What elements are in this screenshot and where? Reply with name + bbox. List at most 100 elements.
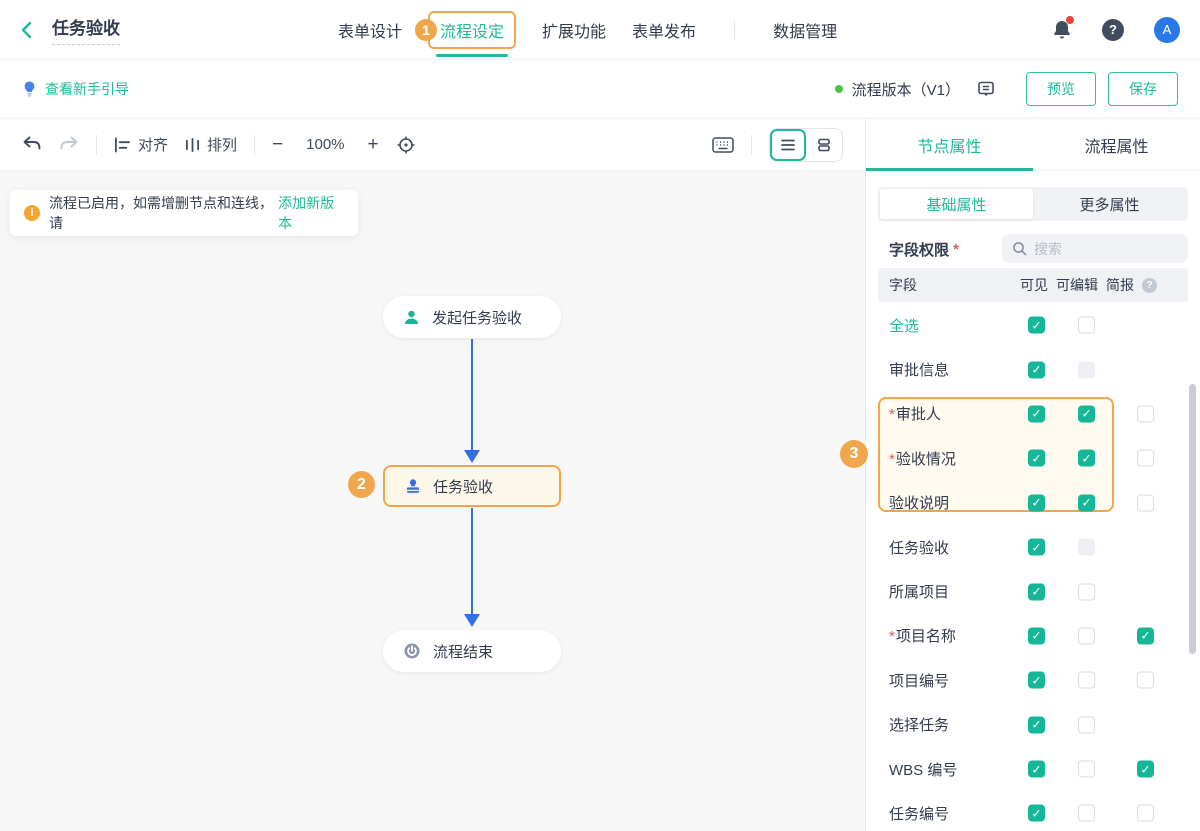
preview-button[interactable]: 预览 [1026, 72, 1096, 106]
chevron-left-icon [16, 19, 38, 41]
field-row: 验收说明✓✓ [866, 481, 1200, 525]
field-row: *项目名称✓✓ [866, 614, 1200, 658]
brief-checkbox[interactable]: ✓ [1137, 627, 1154, 645]
flow-enabled-banner: i 流程已启用，如需增删节点和连线，请 添加新版本 [10, 190, 358, 236]
field-label: *验收情况 [889, 450, 956, 468]
editable-checkbox[interactable] [1078, 316, 1095, 334]
card-layout-toggle[interactable] [806, 129, 842, 161]
editable-checkbox[interactable] [1078, 804, 1095, 822]
tab-form-publish[interactable]: 表单发布 [632, 23, 697, 41]
visible-checkbox[interactable]: ✓ [1028, 671, 1045, 689]
property-panel-tabs: 节点属性 流程属性 [866, 119, 1200, 171]
node-start-label: 发起任务验收 [432, 309, 523, 327]
visible-checkbox[interactable]: ✓ [1028, 449, 1045, 467]
banner-text: 流程已启用，如需增删节点和连线，请 [49, 195, 273, 231]
editable-checkbox[interactable]: ✓ [1078, 494, 1095, 512]
editable-checkbox[interactable] [1078, 716, 1095, 734]
visible-checkbox[interactable]: ✓ [1028, 760, 1045, 778]
property-subtabs: 基础属性 更多属性 [878, 187, 1188, 221]
save-button[interactable]: 保存 [1108, 72, 1178, 106]
node-task-review[interactable]: 任务验收 [383, 465, 561, 507]
visible-checkbox[interactable]: ✓ [1028, 361, 1045, 379]
column-brief: 简报 [1106, 277, 1134, 293]
comment-icon[interactable] [976, 79, 996, 99]
editable-checkbox[interactable] [1078, 583, 1095, 601]
tab-flow-properties[interactable]: 流程属性 [1084, 138, 1149, 156]
flow-canvas[interactable]: i 流程已启用，如需增删节点和连线，请 添加新版本 发起任务验收 任务验收 2 [0, 171, 866, 831]
header-actions: ? A [1052, 15, 1180, 43]
redo-icon[interactable] [59, 136, 79, 154]
tab-flow-settings[interactable]: 1 流程设定 [415, 10, 517, 57]
top-header: 任务验收 表单设计 1 流程设定 扩展功能 表单发布 数据管理 ? A [0, 0, 1200, 60]
subtab-more-properties[interactable]: 更多属性 [1079, 196, 1140, 214]
flow-connectors [464, 339, 480, 627]
question-icon[interactable]: ? [1142, 277, 1157, 293]
field-row: *验收情况 ✓ ✓ [866, 436, 1200, 480]
brief-checkbox[interactable] [1137, 494, 1154, 512]
field-row: 所属项目 ✓ [866, 569, 1200, 613]
node-end-label: 流程结束 [433, 643, 494, 661]
search-input[interactable] [1034, 240, 1164, 257]
avatar[interactable]: A [1154, 16, 1180, 43]
zoom-in-button[interactable]: + [367, 134, 379, 155]
align-button[interactable]: 对齐 [114, 134, 168, 155]
editable-checkbox[interactable]: ✓ [1078, 405, 1095, 423]
tab-form-design[interactable]: 表单设计 [338, 23, 403, 41]
tab-data-management[interactable]: 数据管理 [773, 23, 838, 41]
field-row: *审批人✓✓ [866, 392, 1200, 436]
visible-checkbox[interactable]: ✓ [1028, 316, 1045, 334]
visible-checkbox[interactable]: ✓ [1028, 583, 1045, 601]
editable-checkbox[interactable] [1078, 671, 1095, 689]
newbie-guide-link[interactable]: 查看新手引导 [22, 79, 129, 99]
editable-checkbox[interactable] [1078, 627, 1095, 645]
editable-checkbox[interactable] [1078, 760, 1095, 778]
stamp-icon [405, 478, 421, 494]
tab-extensions[interactable]: 扩展功能 [542, 23, 607, 41]
arrange-icon [185, 137, 200, 153]
field-label: 任务验收 [889, 539, 950, 557]
editable-checkbox[interactable]: ✓ [1078, 449, 1095, 467]
tab-node-properties[interactable]: 节点属性 [866, 119, 1033, 171]
guide-bar: 查看新手引导 流程版本（V1） 预览 保存 [0, 60, 1200, 119]
zoom-level: 100% [306, 136, 345, 153]
toolbar-divider [751, 134, 752, 155]
brief-checkbox[interactable] [1137, 804, 1154, 822]
canvas-toolbar: 对齐 排列 − 100% + [0, 119, 866, 170]
brief-checkbox[interactable]: ✓ [1137, 760, 1154, 778]
zoom-out-button[interactable]: − [272, 134, 284, 155]
keyboard-shortcuts-icon[interactable] [712, 136, 734, 153]
arrange-button[interactable]: 排列 [185, 134, 237, 155]
step-badge-2: 2 [348, 471, 375, 498]
visible-checkbox[interactable]: ✓ [1028, 627, 1045, 645]
visible-checkbox[interactable]: ✓ [1028, 494, 1045, 512]
brief-checkbox[interactable] [1137, 671, 1154, 689]
locate-center-icon[interactable] [396, 135, 416, 155]
tab-flow-settings-label: 流程设定 [440, 23, 505, 41]
node-end[interactable]: 流程结束 [383, 630, 561, 672]
notification-bell-icon[interactable] [1052, 15, 1074, 41]
brief-checkbox[interactable] [1137, 449, 1154, 467]
panel-scrollbar[interactable] [1189, 384, 1196, 654]
undo-icon[interactable] [22, 136, 42, 154]
visible-checkbox[interactable]: ✓ [1028, 538, 1045, 556]
field-row: 选择任务✓ [866, 703, 1200, 747]
visible-checkbox[interactable]: ✓ [1028, 716, 1045, 734]
field-search[interactable] [1002, 234, 1188, 263]
tool-row: 对齐 排列 − 100% + [0, 119, 1200, 171]
help-icon[interactable]: ? [1102, 18, 1124, 41]
arrange-label: 排列 [207, 137, 238, 154]
subtab-basic-properties[interactable]: 基础属性 [880, 189, 1033, 219]
visible-checkbox[interactable]: ✓ [1028, 405, 1045, 423]
node-start[interactable]: 发起任务验收 [383, 296, 561, 338]
search-icon [1012, 241, 1027, 256]
back-button[interactable] [16, 19, 38, 41]
field-label[interactable]: 全选 [889, 317, 920, 335]
visible-checkbox[interactable]: ✓ [1028, 804, 1045, 822]
vertical-layout-toggle[interactable] [770, 129, 806, 161]
brief-checkbox[interactable] [1137, 405, 1154, 423]
field-label: 所属项目 [889, 584, 950, 602]
add-new-version-link[interactable]: 添加新版本 [278, 195, 335, 231]
field-label: 任务编号 [889, 805, 950, 823]
notification-dot [1066, 15, 1074, 24]
